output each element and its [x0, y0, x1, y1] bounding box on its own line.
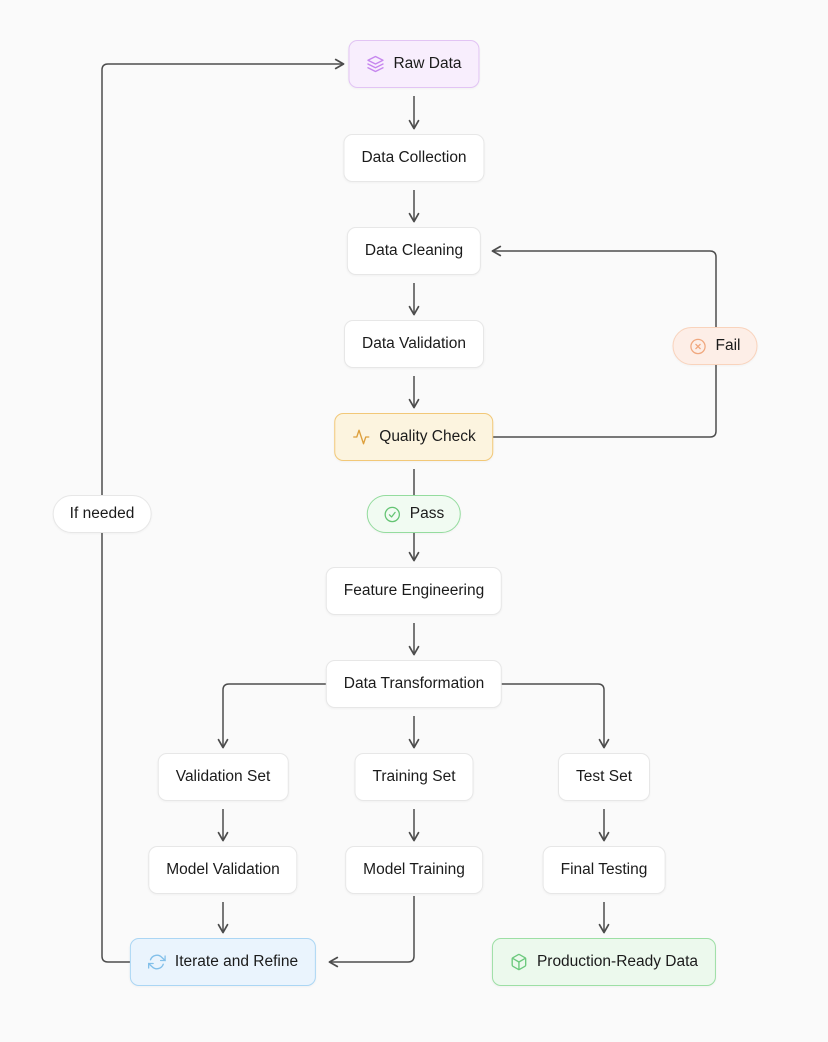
check-circle-icon	[384, 506, 401, 523]
node-feature-engineering: Feature Engineering	[325, 567, 503, 615]
node-data-collection: Data Collection	[343, 134, 485, 182]
node-raw-data: Raw Data	[348, 40, 480, 88]
refresh-icon	[147, 953, 166, 971]
node-iterate-and-refine: Iterate and Refine	[129, 938, 317, 986]
activity-icon	[352, 428, 370, 446]
node-label: Model Validation	[166, 861, 280, 878]
node-label: Quality Check	[379, 428, 476, 445]
package-icon	[510, 953, 528, 971]
node-training-set: Training Set	[354, 753, 474, 801]
node-label: Production-Ready Data	[536, 953, 699, 970]
node-label: Pass	[409, 505, 445, 522]
node-if-needed: If needed	[52, 495, 152, 533]
node-label: Feature Engineering	[343, 582, 485, 599]
node-label: Data Cleaning	[364, 242, 464, 259]
node-fail: Fail	[672, 327, 758, 365]
node-label: Iterate and Refine	[174, 953, 299, 970]
node-quality-check: Quality Check	[334, 413, 494, 461]
node-model-validation: Model Validation	[148, 846, 298, 894]
node-test-set: Test Set	[558, 753, 650, 801]
node-label: Training Set	[372, 768, 456, 785]
layers-icon	[366, 55, 384, 73]
node-production-ready-data: Production-Ready Data	[491, 938, 717, 986]
node-label: Data Validation	[362, 335, 466, 352]
node-final-testing: Final Testing	[542, 846, 666, 894]
node-label: Data Collection	[361, 149, 467, 166]
x-circle-icon	[690, 338, 707, 355]
node-label: Data Transformation	[343, 675, 485, 692]
node-label: Model Training	[363, 861, 465, 878]
edge-transformation-validationset	[217, 683, 350, 749]
node-pass: Pass	[366, 495, 462, 533]
node-label: Fail	[715, 337, 741, 354]
node-label: Final Testing	[560, 861, 648, 878]
node-label: Raw Data	[393, 55, 462, 72]
node-label: Test Set	[576, 768, 632, 785]
edge-modeltraining-iterate	[328, 896, 415, 968]
node-data-transformation: Data Transformation	[325, 660, 503, 708]
node-label: If needed	[69, 505, 135, 522]
edge-transformation-testset	[478, 683, 610, 749]
node-label: Validation Set	[175, 768, 271, 785]
node-data-cleaning: Data Cleaning	[346, 227, 482, 275]
node-validation-set: Validation Set	[157, 753, 289, 801]
node-model-training: Model Training	[345, 846, 483, 894]
node-data-validation: Data Validation	[344, 320, 484, 368]
